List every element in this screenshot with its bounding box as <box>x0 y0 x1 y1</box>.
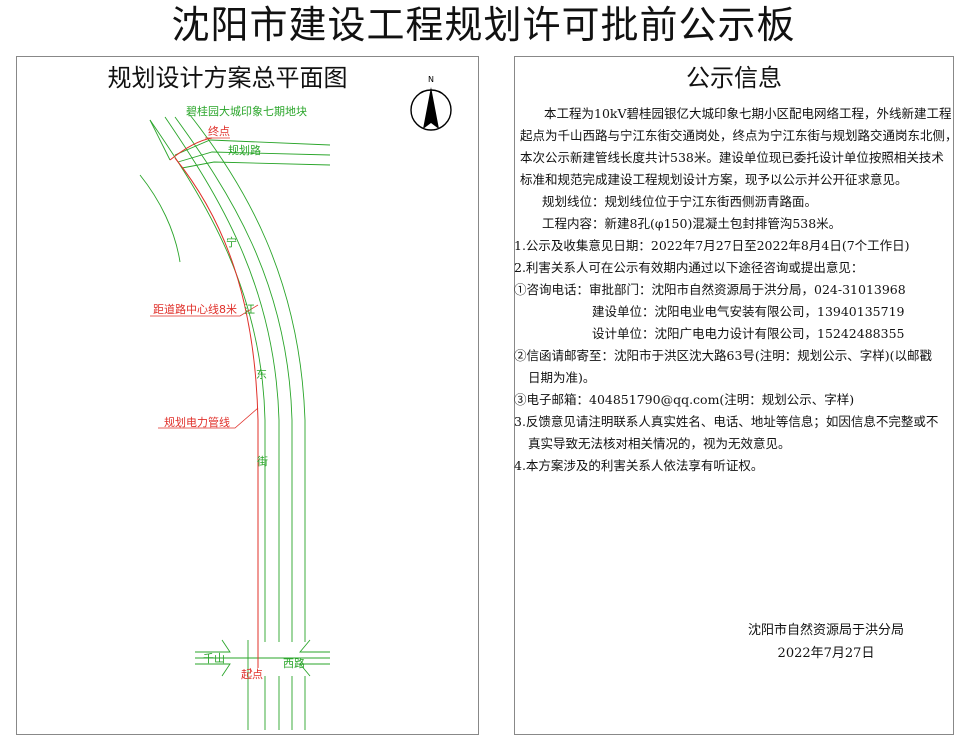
para1-line4: 标准和规范完成建设工程规划设计方案，现予以公示并公开征求意见。 <box>520 172 908 187</box>
consult-designer: 设计单位：沈阳广电电力设计有限公司，15242488355 <box>592 326 905 341</box>
notice-body: 本工程为10kV碧桂园银亿大城印象七期小区配电网络工程，外线新建工程 起点为千山… <box>514 106 958 474</box>
site-plan-panel: 规划设计方案总平面图 <box>16 56 479 735</box>
para1-line1: 本工程为10kV碧桂园银亿大城印象七期小区配电网络工程，外线新建工程 <box>544 106 952 121</box>
line-position: 规划线位：规划线位位于宁江东街西侧沥青路面。 <box>542 194 818 209</box>
item-2: 2.利害关系人可在公示有效期内通过以下途径咨询或提出意见： <box>514 260 864 275</box>
mail-line1: ②信函请邮寄至：沈阳市于洪区沈大路63号(注明：规划公示、字样)(以邮戳 <box>514 348 933 363</box>
page-title: 沈阳市建设工程规划许可批前公示板 <box>171 3 796 47</box>
item-4: 4.本方案涉及的利害关系人依法享有听证权。 <box>514 458 764 473</box>
item-1: 1.公示及收集意见日期：2022年7月27日至2022年8月4日(7个工作日) <box>514 238 910 253</box>
notice-title: 公示信息 <box>686 64 782 92</box>
item-3-line1: 3.反馈意见请注明联系人真实姓名、电话、地址等信息；如因信息不完整或不 <box>514 414 939 429</box>
work-content: 工程内容：新建8孔(φ150)混凝土包封排管沟538米。 <box>542 216 842 231</box>
sign-date: 2022年7月27日 <box>777 646 875 661</box>
para1-line2: 起点为千山西路与宁江东街交通岗处，终点为宁江东街与规划路交通岗东北侧， <box>520 128 958 143</box>
email-line: ③电子邮箱：404851790@qq.com(注明：规划公示、字样) <box>514 392 855 407</box>
notice-panel: 公示信息 <box>514 56 954 735</box>
mail-line2: 日期为准)。 <box>528 370 596 385</box>
sign-org: 沈阳市自然资源局于洪分局 <box>747 623 904 638</box>
consult-builder: 建设单位：沈阳电业电气安装有限公司，13940135719 <box>592 304 905 319</box>
site-plan-title: 规划设计方案总平面图 <box>107 64 348 92</box>
para1-line3: 本次公示新建管线长度共计538米。建设单位现已委托设计单位按照相关技术 <box>520 150 944 165</box>
item-3-line2: 真实导致无法核对相关情况的，视为无效意见。 <box>528 436 791 451</box>
consult-label: ①咨询电话：审批部门：沈阳市自然资源局于洪分局，024-31013968 <box>514 282 906 297</box>
